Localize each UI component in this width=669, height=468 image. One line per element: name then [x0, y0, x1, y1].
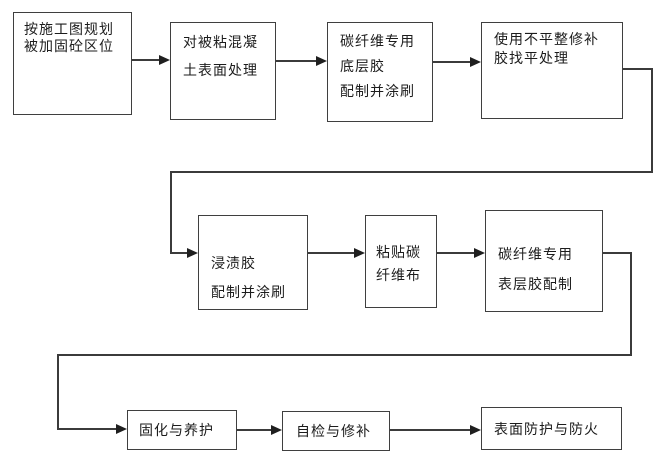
node-topcoat-adhesive-prepare: 碳纤维专用 表层胶配制 — [485, 210, 603, 312]
node-text-line: 配制并涂刷 — [211, 284, 286, 300]
arrow-head-icon — [116, 424, 127, 434]
arrow-head-icon — [470, 57, 481, 67]
connector-1-2 — [132, 59, 160, 61]
node-curing-maintenance: 固化与养护 — [127, 410, 237, 450]
node-text-line: 表层胶配制 — [498, 276, 573, 292]
node-text-line: 底层胶 — [340, 58, 385, 74]
arrow-head-icon — [271, 425, 282, 435]
arrow-head-icon — [470, 425, 481, 435]
connector-7-8 — [57, 428, 117, 430]
arrow-head-icon — [159, 55, 170, 65]
connector-5-6 — [308, 252, 355, 254]
node-text-line: 胶找平处理 — [494, 50, 569, 66]
connector-4-5 — [170, 171, 653, 173]
node-paste-carbon-fiber-cloth: 粘贴碳 纤维布 — [365, 215, 437, 308]
node-impregnating-adhesive-apply: 浸渍胶 配制并涂刷 — [198, 215, 308, 310]
arrow-head-icon — [187, 248, 198, 258]
node-plan-reinforcement-area: 按施工图规划 被加固砼区位 — [13, 12, 132, 115]
connector-6-7 — [437, 252, 475, 254]
node-surface-protection-fireproof: 表面防护与防火 — [481, 407, 622, 450]
connector-8-9 — [237, 429, 272, 431]
node-self-inspection-repair: 自检与修补 — [282, 411, 390, 451]
arrow-head-icon — [354, 248, 365, 258]
arrow-head-icon — [316, 56, 327, 66]
node-text-line: 配制并涂刷 — [340, 83, 415, 99]
node-text-line: 被加固砼区位 — [24, 38, 114, 54]
connector-7-8 — [57, 354, 632, 356]
node-text-line: 碳纤维专用 — [498, 246, 573, 262]
node-text-line: 土表面处理 — [183, 62, 258, 78]
node-text-line: 纤维布 — [376, 267, 421, 283]
connector-2-3 — [276, 60, 317, 62]
node-concrete-surface-treatment: 对被粘混凝 土表面处理 — [170, 22, 276, 120]
node-leveling-repair-adhesive: 使用不平整修补 胶找平处理 — [481, 22, 623, 119]
connector-7-8 — [630, 252, 632, 356]
node-text-line: 使用不平整修补 — [494, 31, 599, 47]
connector-4-5 — [623, 68, 653, 70]
connector-3-4 — [433, 61, 471, 63]
node-text-line: 自检与修补 — [296, 423, 371, 439]
connector-4-5 — [170, 252, 188, 254]
node-text-line: 对被粘混凝 — [183, 34, 258, 50]
node-text-line: 碳纤维专用 — [340, 33, 415, 49]
node-text-line: 粘贴碳 — [376, 244, 421, 260]
connector-4-5 — [651, 68, 653, 173]
node-text-line: 固化与养护 — [139, 422, 214, 438]
connector-9-10 — [390, 429, 471, 431]
node-text-line: 表面防护与防火 — [494, 421, 599, 437]
arrow-head-icon — [474, 248, 485, 258]
connector-7-8 — [57, 354, 59, 430]
node-text-line: 浸渍胶 — [211, 255, 256, 271]
connector-7-8 — [603, 252, 632, 254]
node-text-line: 按施工图规划 — [24, 21, 114, 37]
connector-4-5 — [170, 171, 172, 253]
node-primer-adhesive-apply: 碳纤维专用 底层胶 配制并涂刷 — [327, 22, 433, 122]
